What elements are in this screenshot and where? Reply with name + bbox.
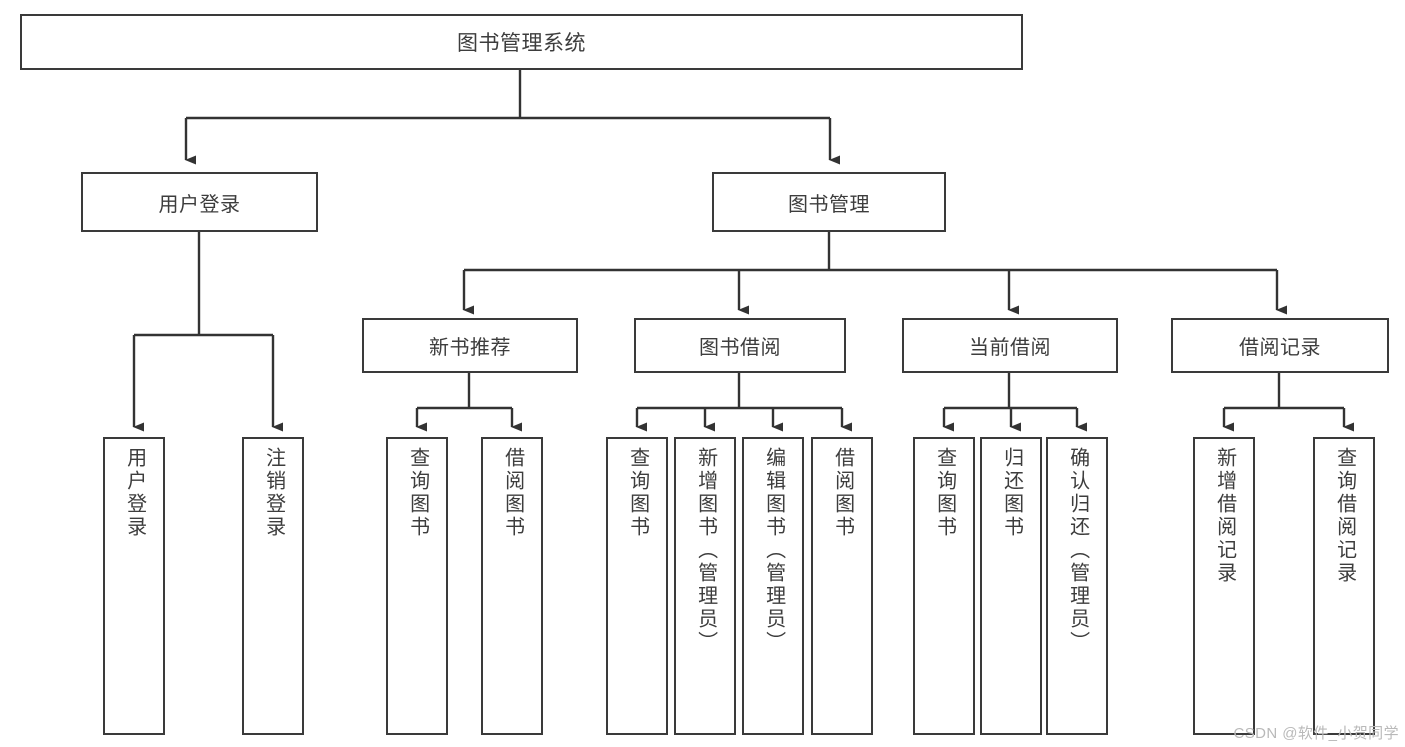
node-label: 查询图书 — [406, 447, 429, 539]
node-root-system[interactable]: 图书管理系统 — [20, 14, 1023, 70]
node-label: 图书借阅 — [699, 337, 781, 359]
leaf-borrow-book[interactable]: 借阅图书 — [811, 437, 873, 735]
node-label: 借阅图书 — [831, 447, 854, 539]
leaf-add-book-admin[interactable]: 新增图书（管理员） — [674, 437, 736, 735]
node-label: 确认归还（管理员） — [1066, 447, 1089, 654]
node-user-login[interactable]: 用户登录 — [81, 172, 318, 232]
node-label: 借阅记录 — [1239, 337, 1321, 359]
leaf-current-query-book[interactable]: 查询图书 — [913, 437, 975, 735]
node-label: 新增图书（管理员） — [694, 447, 717, 654]
node-label: 图书管理系统 — [457, 32, 586, 55]
node-label: 查询借阅记录 — [1333, 447, 1356, 585]
leaf-confirm-return-admin[interactable]: 确认归还（管理员） — [1046, 437, 1108, 735]
leaf-return-book[interactable]: 归还图书 — [980, 437, 1042, 735]
node-label: 借阅图书 — [501, 447, 524, 539]
node-label: 注销登录 — [262, 447, 285, 539]
leaf-add-borrow-record[interactable]: 新增借阅记录 — [1193, 437, 1255, 735]
leaf-edit-book-admin[interactable]: 编辑图书（管理员） — [742, 437, 804, 735]
node-current-borrow[interactable]: 当前借阅 — [902, 318, 1118, 373]
leaf-new-book-query[interactable]: 查询图书 — [386, 437, 448, 735]
node-label: 新增借阅记录 — [1213, 447, 1236, 585]
node-label: 查询图书 — [626, 447, 649, 539]
leaf-new-book-borrow[interactable]: 借阅图书 — [481, 437, 543, 735]
leaf-logout[interactable]: 注销登录 — [242, 437, 304, 735]
node-label: 图书管理 — [788, 193, 870, 216]
node-label: 用户登录 — [123, 447, 146, 539]
node-label: 查询图书 — [933, 447, 956, 539]
node-book-borrow[interactable]: 图书借阅 — [634, 318, 846, 373]
node-label: 编辑图书（管理员） — [762, 447, 785, 654]
node-borrow-record[interactable]: 借阅记录 — [1171, 318, 1389, 373]
node-label: 用户登录 — [158, 193, 241, 216]
node-label: 新书推荐 — [429, 337, 511, 359]
node-new-book-recommend[interactable]: 新书推荐 — [362, 318, 578, 373]
node-label: 归还图书 — [1000, 447, 1023, 539]
leaf-user-login[interactable]: 用户登录 — [103, 437, 165, 735]
node-book-management[interactable]: 图书管理 — [712, 172, 946, 232]
node-label: 当前借阅 — [969, 337, 1051, 359]
leaf-borrow-query-book[interactable]: 查询图书 — [606, 437, 668, 735]
leaf-query-borrow-record[interactable]: 查询借阅记录 — [1313, 437, 1375, 735]
